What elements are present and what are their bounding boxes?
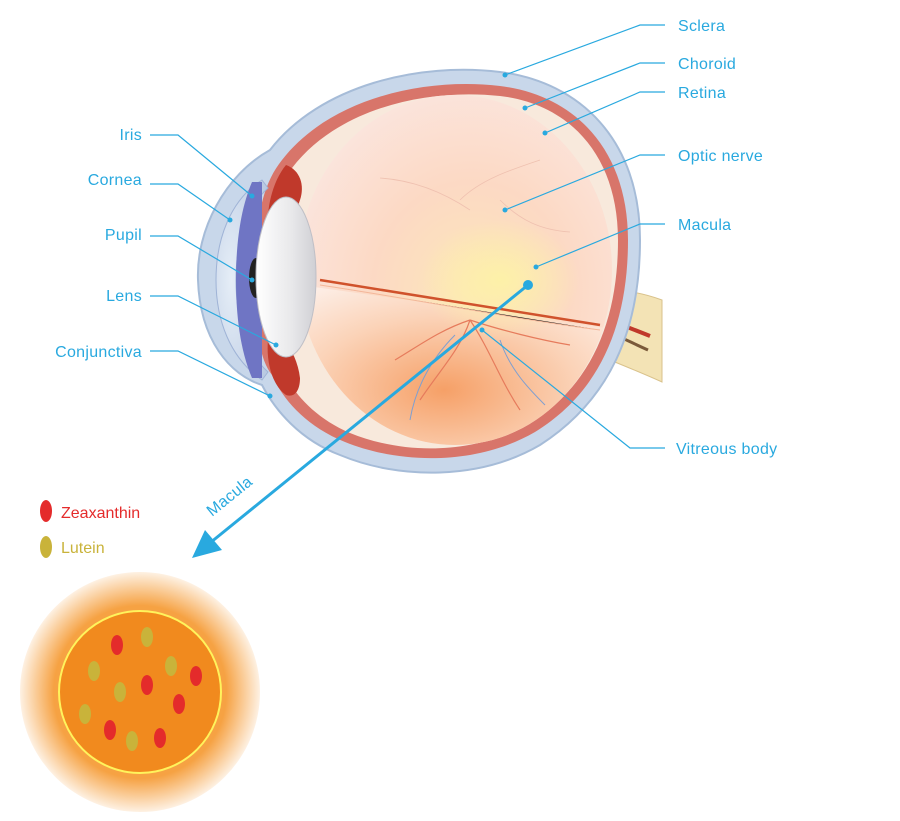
lutein-pigment <box>88 661 100 681</box>
legend: Zeaxanthin Lutein <box>40 500 140 558</box>
lens-shape <box>255 196 317 358</box>
lutein-pigment <box>141 627 153 647</box>
zeaxanthin-pigment <box>104 720 116 740</box>
iris-shape <box>236 182 262 378</box>
lutein-pigment <box>79 704 91 724</box>
label-choroid: Choroid <box>678 56 736 73</box>
zeaxanthin-pigment <box>154 728 166 748</box>
label-sclera: Sclera <box>678 18 725 35</box>
lutein-legend-marker <box>40 536 52 558</box>
label-retina: Retina <box>678 85 726 102</box>
lutein-pigment <box>165 656 177 676</box>
vitreous-body-shape <box>298 95 612 445</box>
zeaxanthin-pigment <box>141 675 153 695</box>
label-cornea: Cornea <box>88 172 142 189</box>
zeaxanthin-legend-marker <box>40 500 52 522</box>
leader-lines-right <box>479 24 665 449</box>
lutein-pigment <box>126 731 138 751</box>
lutein-pigment <box>114 682 126 702</box>
zeaxanthin-pigment <box>190 666 202 686</box>
macula-arrow <box>192 280 533 558</box>
zeaxanthin-pigment <box>173 694 185 714</box>
label-iris: Iris <box>119 127 142 144</box>
legend-lutein: Lutein <box>61 540 105 557</box>
label-macula: Macula <box>678 217 731 234</box>
macula-closeup <box>20 572 260 812</box>
label-pupil: Pupil <box>105 227 142 244</box>
label-optic-nerve: Optic nerve <box>678 148 763 165</box>
legend-zeaxanthin: Zeaxanthin <box>61 505 140 522</box>
label-vitreous-body: Vitreous body <box>676 441 777 458</box>
leader-lines-left <box>150 134 279 399</box>
label-conjunctiva: Conjunctiva <box>55 344 142 361</box>
zeaxanthin-pigment <box>111 635 123 655</box>
label-lens: Lens <box>106 288 142 305</box>
